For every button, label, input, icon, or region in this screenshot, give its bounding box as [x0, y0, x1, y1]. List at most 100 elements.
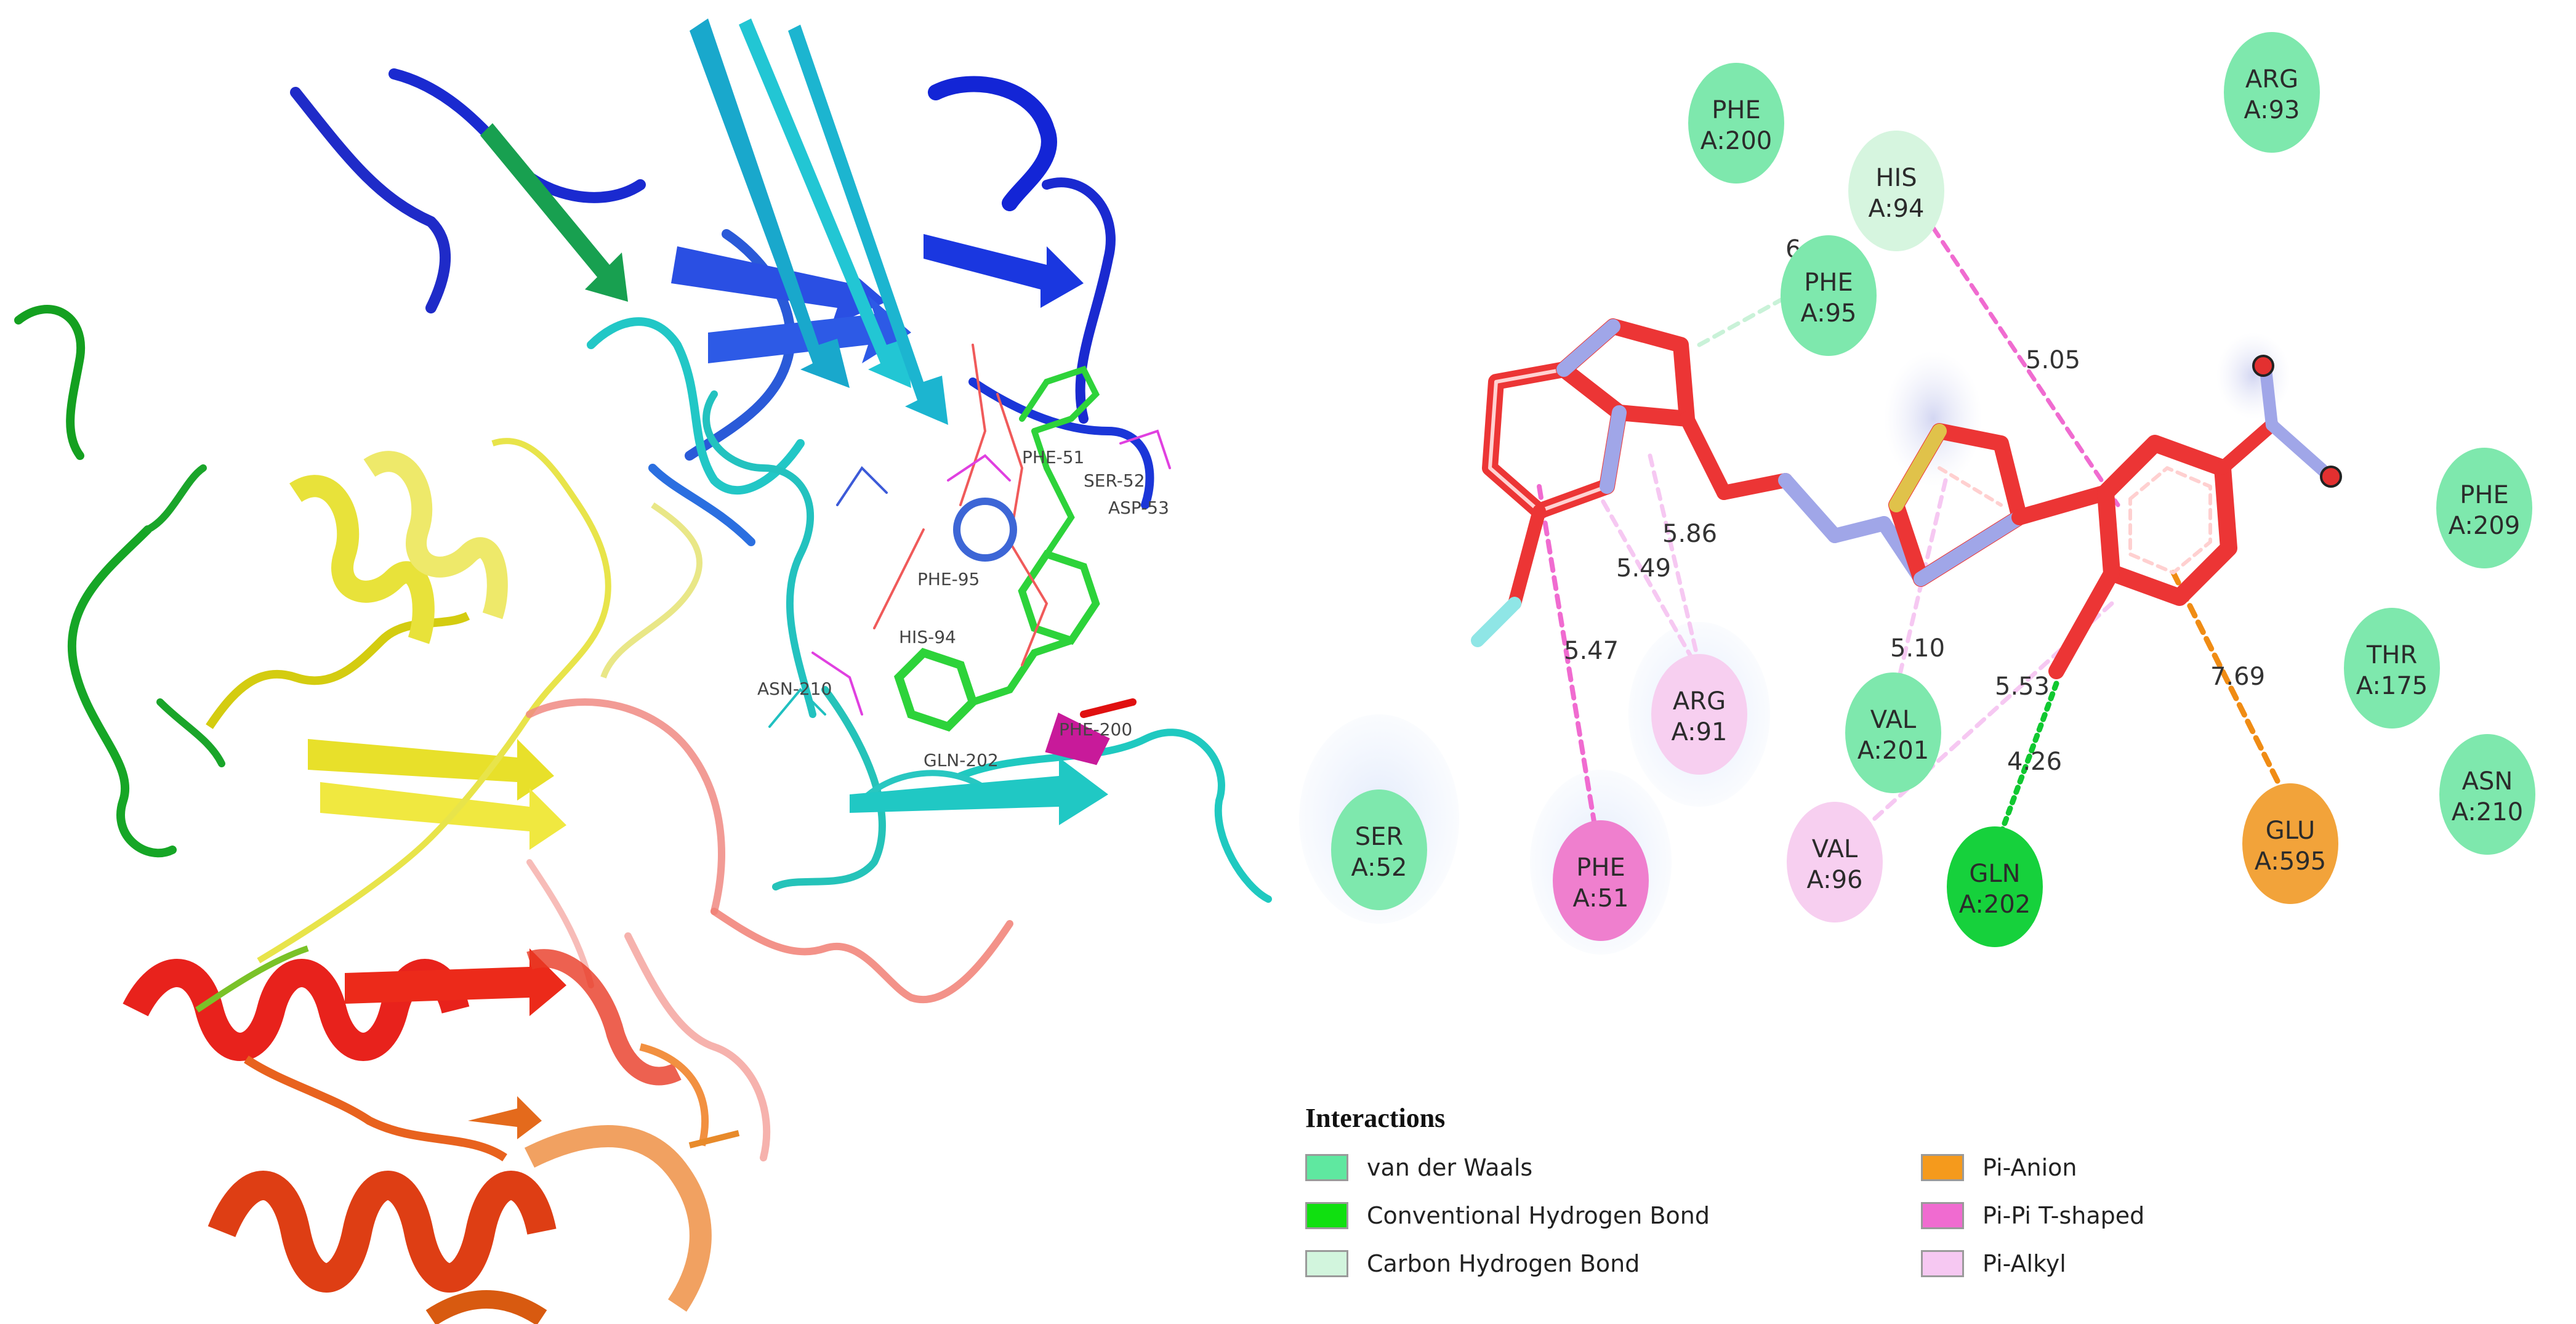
residue-name: ARG: [2245, 65, 2298, 94]
residue-disc: [2439, 734, 2535, 855]
residue-name: PHE: [1712, 96, 1760, 124]
halo-nitro: [2216, 333, 2290, 419]
line-pialkyl-his94: [1931, 225, 2120, 507]
residue-chain: A:51: [1572, 884, 1628, 913]
ligand-sticks-3d: [768, 344, 1171, 765]
protein-label: SER-52: [1084, 470, 1145, 491]
residue-chain: A:595: [2255, 847, 2326, 876]
residue-disc: [1651, 654, 1747, 775]
distance-label: 5.86: [1662, 520, 1717, 548]
distance-label: 5.49: [1616, 554, 1671, 583]
residue-disc: [1688, 63, 1784, 184]
residue-chain: A:175: [2356, 672, 2428, 700]
legend-swatch: [1305, 1202, 1348, 1229]
res-val-201: VAL A:201: [1845, 672, 1941, 793]
distance-label: 5.10: [1890, 634, 1945, 663]
legend-swatch: [1921, 1202, 1964, 1229]
residue-chain: A:93: [2244, 96, 2300, 124]
residue-chain: A:201: [1858, 737, 1929, 765]
residue-disc: [1787, 802, 1883, 922]
residue-name: GLU: [2266, 817, 2316, 845]
residue-chain: A:200: [1701, 127, 1772, 155]
ribbon-beta-arrow-cyan: [850, 757, 1108, 825]
residue-chain: A:96: [1806, 866, 1862, 894]
ribbon-orange-region: [207, 1043, 740, 1324]
protein-residue-labels: PHE-51 SER-52 ASP-53 PHE-95 HIS-94 ASN-2…: [757, 447, 1169, 770]
residue-name: ASN: [2462, 767, 2513, 796]
legend-swatch: [1921, 1154, 1964, 1181]
interaction-diagram-2d: 6.18 5.05 5.86 5.49 5.47 5.10 5.53 4.26 …: [1299, 32, 2535, 955]
legend-label: Pi-Pi T-shaped: [1982, 1202, 2145, 1229]
line-pipi-phe51: [1537, 484, 1597, 828]
residue-disc: [2344, 608, 2440, 729]
res-phe-209: PHE A:209: [2436, 448, 2532, 568]
residue-name: PHE: [1576, 854, 1625, 882]
residue-disc: [1848, 131, 1944, 251]
residue-chain: A:209: [2449, 512, 2520, 540]
protein-3d-view: PHE-51 SER-52 ASP-53 PHE-95 HIS-94 ASN-2…: [14, 18, 1272, 1324]
legend-label: Pi-Alkyl: [1982, 1250, 2066, 1277]
residue-name: GLN: [1969, 860, 2020, 888]
distance-label: 5.47: [1564, 637, 1619, 665]
ribbon-cyan-region: [587, 317, 1272, 903]
residue-chain: A:95: [1800, 299, 1856, 328]
line-carbon-hb-phe95: [1697, 275, 1825, 347]
distance-label: 7.69: [2210, 663, 2265, 691]
protein-label: PHE-95: [917, 569, 980, 589]
legend-swatch: [1305, 1250, 1348, 1277]
residue-disc: [1553, 820, 1649, 941]
ligand-ring-imidazole: [1556, 318, 1695, 427]
halo-thiadiazole: [1884, 351, 1982, 486]
residue-name: PHE: [2460, 481, 2508, 509]
residue-name: ARG: [1673, 687, 1726, 716]
ribbon-beta-arrows-blue: [480, 18, 1084, 425]
ribbon-green-region: [14, 305, 225, 858]
legend: Interactions van der Waals Conventional …: [1305, 1102, 2229, 1306]
line-pialkyl-arg91-a: [1648, 453, 1702, 668]
res-thr-175: THR A:175: [2344, 608, 2440, 729]
legend-title: Interactions: [1305, 1103, 1446, 1133]
distance-label: 5.05: [2026, 346, 2080, 374]
residue-name: VAL: [1870, 706, 1917, 734]
residue-disc: [2242, 783, 2338, 904]
line-pianion-glu595: [2170, 570, 2293, 810]
protein-label: PHE-200: [1059, 719, 1132, 740]
res-val-96: VAL A:96: [1787, 802, 1883, 922]
protein-label: HIS-94: [899, 627, 956, 647]
legend-swatch: [1921, 1250, 1964, 1277]
protein-label: ASP-53: [1108, 498, 1169, 518]
line-pialkyl-arg91-b: [1592, 484, 1702, 674]
ribbon-blue-region: [290, 68, 1154, 546]
residue-name: THR: [2366, 641, 2417, 669]
residue-chain: A:91: [1671, 718, 1727, 746]
residue-nodes: PHEA:200HISA:94ARGA:93PHEA:95PHEA:209THR…: [1331, 32, 2535, 947]
residue-chain: A:202: [1959, 890, 2031, 919]
residue-disc: [1947, 826, 2043, 947]
ligand-2d-structure: [1471, 318, 2342, 679]
residue-chain: A:94: [1868, 195, 1924, 223]
legend-swatch: [1305, 1154, 1348, 1181]
residue-name: SER: [1355, 823, 1403, 851]
residue-name: HIS: [1875, 164, 1917, 192]
residue-disc: [1781, 235, 1877, 356]
legend-label: Pi-Anion: [1982, 1154, 2077, 1181]
ribbon-yellow-region: [206, 438, 703, 964]
res-his-94: HIS A:94: [1848, 131, 1944, 251]
line-hbond-gln202: [1992, 680, 2059, 853]
distance-label: 5.53: [1995, 672, 2050, 701]
distance-label: 4.26: [2007, 748, 2062, 776]
protein-label: ASN-210: [757, 679, 832, 699]
legend-label: Carbon Hydrogen Bond: [1367, 1250, 1640, 1277]
residue-disc: [2436, 448, 2532, 568]
res-phe-200: PHE A:200: [1688, 63, 1784, 184]
residue-name: PHE: [1804, 268, 1853, 297]
residue-name: VAL: [1812, 835, 1858, 863]
residue-disc: [1845, 672, 1941, 793]
protein-label: PHE-51: [1022, 447, 1084, 467]
